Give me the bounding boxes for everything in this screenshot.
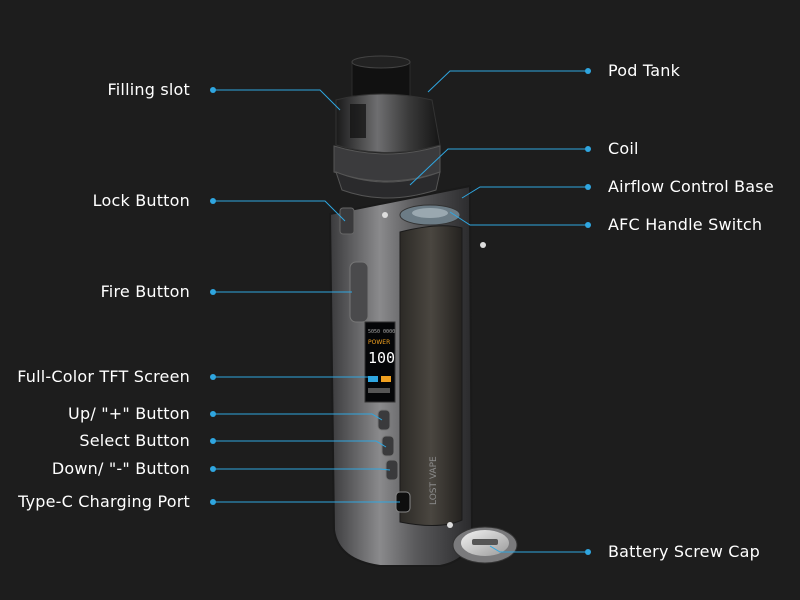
callout-lock-button: Lock Button bbox=[92, 191, 190, 210]
screen-top-text: 5050 0000 bbox=[368, 329, 395, 335]
leader-dot-afc-handle-switch bbox=[585, 222, 591, 228]
lock-button-part bbox=[339, 207, 355, 235]
leader-line-down-button bbox=[213, 468, 391, 471]
leader-dot-select-button bbox=[210, 438, 216, 444]
leader-line-up-button bbox=[213, 413, 383, 421]
pod-tank-part bbox=[333, 55, 441, 199]
callout-filling-slot: Filling slot bbox=[107, 80, 190, 99]
callout-airflow-control-base: Airflow Control Base bbox=[608, 177, 774, 196]
mod-body: 5050 0000 POWER 100 LOST VAPE bbox=[328, 184, 518, 567]
callout-battery-screw-cap: Battery Screw Cap bbox=[608, 542, 761, 561]
leader-dot-airflow-control-base bbox=[585, 184, 591, 190]
leader-dot-fire-button bbox=[210, 289, 216, 295]
callout-select-button: Select Button bbox=[79, 431, 190, 450]
up-button-part bbox=[377, 409, 391, 431]
filling-slot-part bbox=[350, 104, 366, 138]
leader-dot-type-c-port bbox=[210, 499, 216, 505]
leader-dot-coil bbox=[585, 146, 591, 152]
leader-lines bbox=[210, 68, 591, 555]
callout-coil: Coil bbox=[608, 139, 639, 158]
leader-line-select-button bbox=[213, 440, 387, 448]
leader-dot-down-button bbox=[210, 466, 216, 472]
select-button-part bbox=[381, 435, 395, 457]
callout-pod-tank: Pod Tank bbox=[608, 61, 681, 80]
leader-line-battery-screw-cap bbox=[489, 545, 588, 553]
leader-dot-tft-screen bbox=[210, 374, 216, 380]
leader-dot-pod-tank bbox=[585, 68, 591, 74]
leader-line-airflow-control-base bbox=[461, 186, 588, 199]
leader-dot-up-button bbox=[210, 411, 216, 417]
callout-down-button: Down/ "-" Button bbox=[51, 459, 190, 478]
leader-line-filling-slot bbox=[213, 89, 341, 111]
tft-screen-part: 5050 0000 POWER 100 bbox=[364, 321, 396, 403]
callout-up-button: Up/ "+" Button bbox=[68, 404, 190, 423]
screen-mode-text: POWER bbox=[368, 339, 390, 346]
fire-button-part bbox=[349, 261, 369, 323]
leader-dot-filling-slot bbox=[210, 87, 216, 93]
callout-fire-button: Fire Button bbox=[100, 282, 190, 301]
device-engraving: LOST VAPE bbox=[429, 456, 439, 505]
callout-afc-handle-switch: AFC Handle Switch bbox=[608, 215, 763, 234]
leader-line-pod-tank bbox=[427, 70, 588, 93]
screen-value-text: 100 bbox=[368, 349, 395, 367]
leader-dot-battery-screw-cap bbox=[585, 549, 591, 555]
callout-type-c-port: Type-C Charging Port bbox=[18, 492, 190, 511]
leader-line-afc-handle-switch bbox=[449, 211, 588, 226]
leader-line-coil bbox=[409, 148, 588, 186]
leader-line-lock-button bbox=[213, 200, 346, 222]
callout-tft-screen: Full-Color TFT Screen bbox=[17, 367, 190, 386]
leader-dot-lock-button bbox=[210, 198, 216, 204]
